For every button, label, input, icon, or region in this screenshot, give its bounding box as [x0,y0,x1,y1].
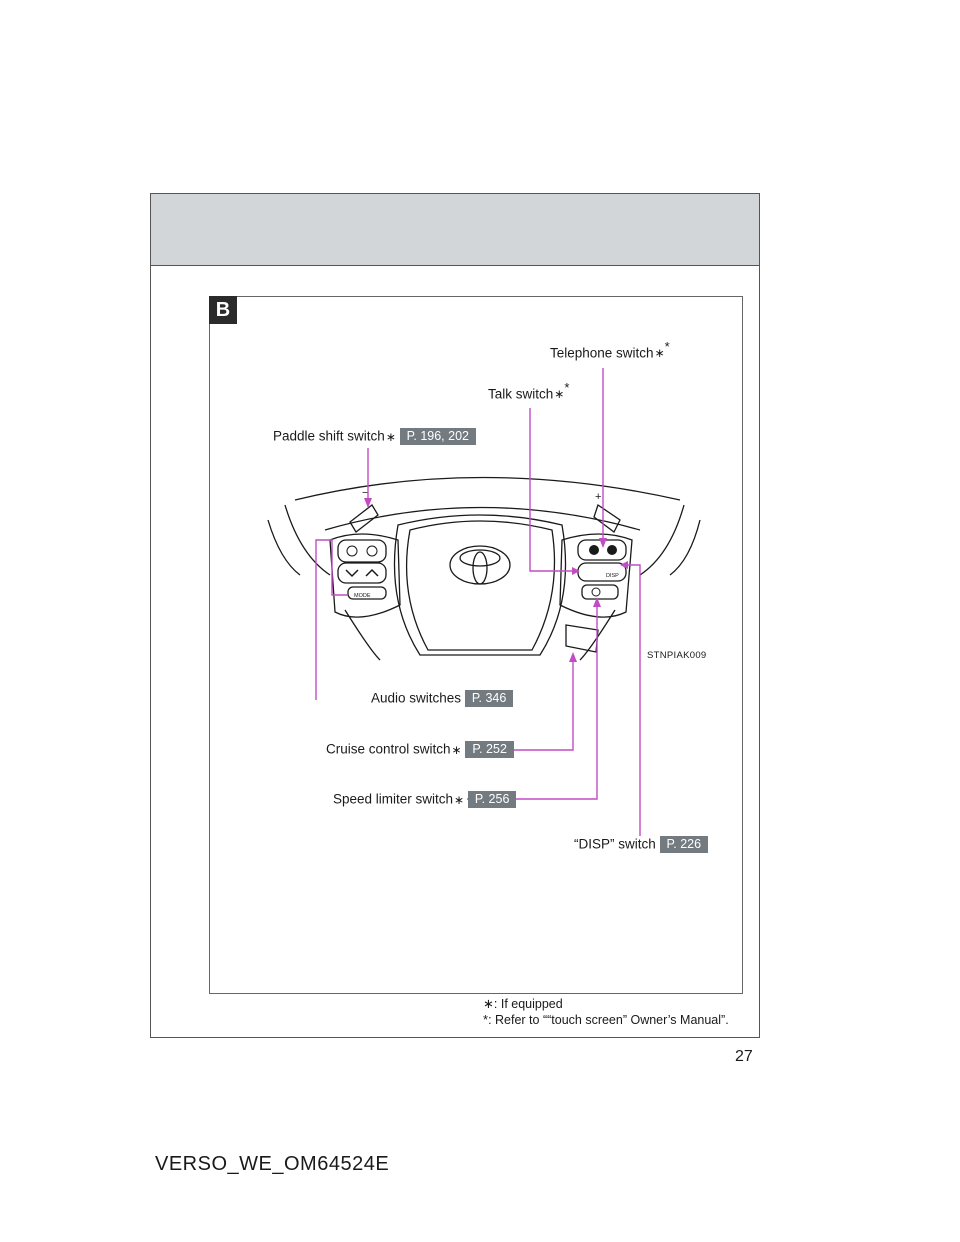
legend-refer-manual: *: Refer to ““touch screen” Owner’s Manu… [483,1012,729,1028]
callout-talk-switch: Talk switch∗* [488,380,569,402]
legend-if-equipped: ∗: If equipped [483,996,729,1012]
wheel-top-arc [294,476,681,501]
refer-manual-mark: * [564,380,570,395]
paddle-shift-label: Paddle shift switch [273,428,385,444]
telephone-switch-label: Telephone switch [550,345,654,361]
callout-disp-switch: “DISP” switch P. 226 [574,836,709,853]
speed-limiter-button [581,584,619,600]
talk-switch-label: Talk switch [488,386,554,402]
if-equipped-mark: ∗ [454,792,465,807]
section-tag: B [209,296,237,324]
page-number: 27 [735,1048,753,1065]
if-equipped-mark: ∗ [385,429,396,444]
audio-volume-pad [337,539,387,563]
audio-seek-pad [337,562,387,584]
callout-audio-switches: Audio switches P. 346 [371,690,514,707]
wheel-rim-left [267,504,331,576]
callout-speed-limiter-switch: Speed limiter switch∗ P. 256 [333,791,517,808]
callout-cruise-control-switch: Cruise control switch∗ P. 252 [326,741,514,758]
cruise-lever [565,624,599,653]
mode-label: MODE [354,593,371,599]
mode-button [347,586,387,600]
leader-talk [529,408,578,572]
footnote-legend: ∗: If equipped *: Refer to ““touch scree… [483,996,729,1028]
paddle-plus-mark: + [595,491,601,503]
callout-paddle-shift-switch: Paddle shift switch∗ P. 196, 202 [273,428,476,445]
speed-limiter-label: Speed limiter switch [333,791,454,807]
disp-label: DISP [606,573,619,579]
content-frame [150,193,760,1038]
paddle-left [349,504,379,533]
page-ref-badge[interactable]: P. 252 [465,741,514,758]
audio-switches-label: Audio switches [371,690,462,706]
leader-disp [622,564,641,836]
illustration-box [209,296,743,994]
page-ref-badge[interactable]: P. 196, 202 [399,428,476,445]
page-ref-badge[interactable]: P. 256 [467,791,517,808]
document-id: VERSO_WE_OM64524E [155,1153,390,1175]
cruise-control-label: Cruise control switch [326,741,451,757]
paddle-right [593,503,621,533]
airbag-hub [393,514,567,656]
header-band [151,194,759,266]
wheel-rim-right [639,504,701,576]
spoke-left [329,533,401,618]
callout-telephone-switch: Telephone switch∗* [550,339,670,361]
spoke-right [559,533,633,618]
legend-text: : Refer to ““touch screen” Owner’s Manua… [488,1013,729,1027]
if-equipped-mark: ∗ [654,346,665,361]
leader-audio [315,539,348,700]
if-equipped-mark: ∗ [451,742,462,757]
refer-manual-mark: * [664,339,670,354]
refer-manual-mark: * [483,1012,489,1027]
disp-switch-label: “DISP” switch [574,836,656,852]
page-ref-badge[interactable]: P. 346 [464,690,514,707]
paddle-minus-mark: − [362,487,368,499]
illustration-code: STNPIAK009 [647,650,707,661]
if-equipped-mark: ∗ [554,387,565,402]
if-equipped-mark: ∗ [483,996,494,1011]
page-ref-badge[interactable]: P. 226 [659,836,709,853]
legend-text: : If equipped [493,997,563,1011]
